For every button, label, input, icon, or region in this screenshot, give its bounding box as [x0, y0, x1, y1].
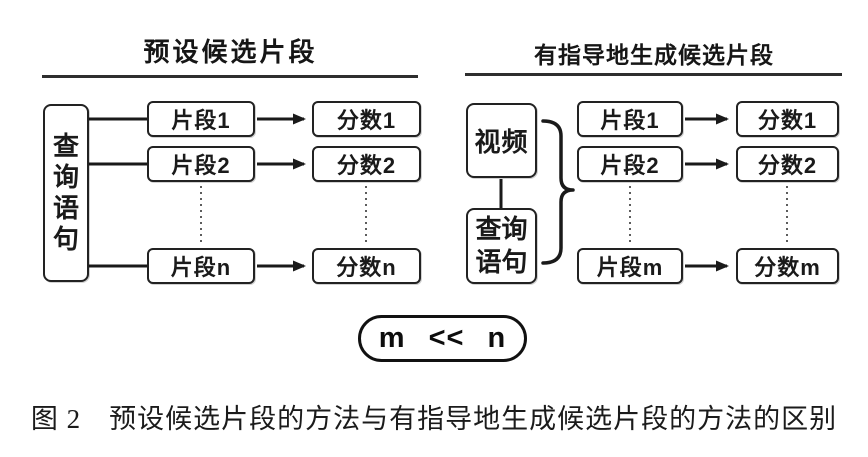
right-scorem-box: 分数m	[736, 248, 839, 284]
right-segment1-box: 片段1	[577, 101, 683, 137]
left-query-box: 查询语句	[43, 104, 89, 282]
left-panel-title: 预设候选片段	[143, 37, 318, 67]
right-score1-box: 分数1	[736, 101, 839, 137]
left-score1-box: 分数1	[312, 101, 421, 137]
left-segmentn-box: 片段n	[147, 248, 255, 284]
right-panel-title: 有指导地生成候选片段	[534, 42, 774, 68]
figure-caption: 图 2 预设候选片段的方法与有指导地生成候选片段的方法的区别	[30, 404, 838, 434]
left-score2-box: 分数2	[312, 146, 421, 182]
left-segment2-box: 片段2	[147, 146, 255, 182]
left-segment1-box: 片段1	[147, 101, 255, 137]
left-scoren-box: 分数n	[312, 248, 421, 284]
right-title-underline	[465, 73, 842, 76]
right-query-box: 查询语句	[466, 208, 537, 284]
comparison-badge: m << n	[358, 315, 527, 362]
right-video-box: 视频	[466, 103, 537, 178]
right-segment2-box: 片段2	[577, 146, 683, 182]
right-score2-box: 分数2	[736, 146, 839, 182]
right-segmentm-box: 片段m	[577, 248, 683, 284]
left-title-underline	[42, 75, 418, 78]
right-curly-brace	[541, 119, 575, 265]
